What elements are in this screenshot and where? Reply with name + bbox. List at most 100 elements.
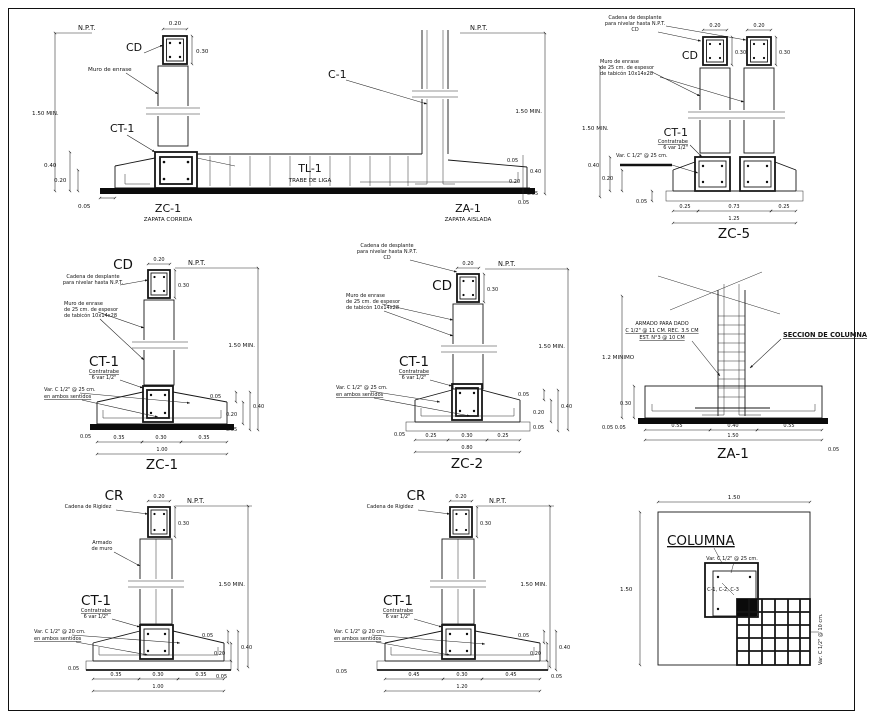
ct1-note: CT-1 Contratrabe 6 var 1/2" — [89, 354, 144, 389]
column-names: C-1, C-2, C-3 — [707, 587, 739, 593]
right-small-dims: 0.05 0.40 0.20 0.05 — [210, 390, 264, 433]
npt-right-label: N.P.T. — [470, 24, 487, 32]
footing-height-dim: 0.40 — [44, 163, 57, 169]
var-line1: Var. C 1/2" @ 25 cm. — [336, 385, 388, 391]
total: 1.25 — [728, 216, 739, 222]
detail-zc5: Cadena de desplante para nivelar hasta N… — [582, 15, 804, 242]
npt-label: N.P.T. — [187, 497, 204, 505]
right-dimensions: N.P.T. 1.50 MIN. 0.05 0.40 0.20 0.05 0.0… — [460, 24, 547, 206]
npt-label: N.P.T. — [498, 260, 515, 268]
dim-005c: 0.05 — [68, 666, 79, 672]
cd-box: 0.20 N.P.T. 0.30 CD — [432, 260, 568, 304]
cd-boxes: 0.20 0.20 0.30 0.30 CD — [682, 23, 790, 67]
cr-box: 0.20 N.P.T. 0.30 — [448, 494, 554, 539]
enrase-wall: Muro de enrase — [88, 65, 200, 147]
w1: 0.35 — [110, 672, 121, 678]
w3: 0.55 — [783, 423, 794, 429]
cd1-width: 0.20 — [709, 23, 720, 29]
ct1-note: CT-1 Contratrabe 6 var 1/2" Var. C 1/2" … — [616, 126, 703, 174]
detail-zc2: Cadena de desplante para nivelar hasta N… — [336, 243, 572, 472]
armado-note: ARMADO PARA DADO C 1/2" @ 11 CM. REC. 3.… — [625, 321, 721, 377]
total: 1.50 — [727, 433, 738, 439]
ct1-sub1: Contratrabe — [383, 608, 413, 614]
right-dimension: 1.50 MIN. — [228, 266, 260, 432]
height-dim: 1.50 MIN. — [218, 582, 245, 588]
var-line1: Var. C 1/2" @ 20 cm. — [34, 629, 86, 635]
ct1-sub2: 6 var 1/2" — [402, 375, 427, 381]
cd-height: 0.30 — [178, 283, 189, 289]
cd-height-dim: 0.30 — [196, 49, 209, 55]
right-small-dims: 0.05 0.40 0.20 0.05 — [518, 388, 572, 433]
dim-005c: 0.05 — [80, 434, 91, 440]
za1-dim-040: 0.40 — [530, 169, 541, 175]
w2: 0.30 — [456, 672, 467, 678]
var-line2: en ambos sentidos — [44, 394, 92, 400]
var-note: Var. C 1/2" @ 25 cm. en ambos sentidos — [336, 385, 471, 417]
zc1-title: ZC-1 — [155, 202, 181, 215]
ct1-sub1: Contratrabe — [658, 139, 688, 145]
grid-var-note: Var. C 1/2" @ 10 cm. — [818, 613, 824, 665]
dim-005a: 0.05 — [202, 633, 213, 639]
armado-line3: EST. N°3 @ 10 CM — [639, 335, 684, 341]
cadena-line1: Cadena de desplante — [608, 15, 661, 21]
cr-label: CR — [407, 488, 426, 504]
w2: 0.73 — [728, 204, 739, 210]
w3: 0.45 — [505, 672, 516, 678]
var-line1: Var. C 1/2" @ 20 cm. — [334, 629, 386, 635]
cr-label: CR — [105, 488, 124, 504]
muro-enrase-label: Muro de enrase — [88, 67, 132, 73]
dim-005a: 0.05 — [518, 392, 529, 398]
concrete-wall: Armado de muro — [92, 538, 184, 625]
dim-020: 0.20 — [533, 410, 544, 416]
dim-040: 0.40 — [588, 163, 599, 169]
npt-label: N.P.T. — [489, 497, 506, 505]
cr-box: 0.20 N.P.T. 0.30 — [146, 494, 252, 539]
dim-005a: 0.05 — [518, 633, 529, 639]
cd-dala-box: 0.20 0.30 CD — [126, 21, 209, 66]
footing-slab: 0.30 — [620, 384, 828, 424]
rigidez-label: Cadena de Rigidez — [367, 504, 414, 510]
cr-height: 0.30 — [178, 521, 189, 527]
dado-column — [702, 284, 761, 416]
total: 0.80 — [461, 445, 472, 451]
tl1-tie-beam: TL-1 TRABE DE LIGA — [197, 153, 422, 186]
right-small-dims: 0.05 0.40 0.20 0.05 — [518, 629, 570, 680]
dim-040: 0.40 — [559, 645, 570, 651]
dim-005b: 0.05 — [216, 674, 227, 680]
cd-box: 0.20 N.P.T. 0.30 — [146, 257, 258, 300]
bottom-dimensions: 0.25 0.73 0.25 1.25 ZC-5 — [671, 204, 798, 242]
za1-footing — [360, 154, 528, 188]
zc1-title: ZC-1 — [146, 457, 178, 473]
cadena-line1: Cadena de desplante — [66, 274, 119, 280]
enrase-wall: Muro de enrase de 25 cm. de espesor de t… — [64, 299, 188, 386]
cadena-line2: para nivelar hasta N.P.T. — [605, 21, 666, 27]
plantilla-offset-dim: 0.05 — [78, 204, 91, 210]
zc5-title: ZC-5 — [718, 226, 750, 242]
enrase-walls: Muro de enrase de 25 cm. de espesor de t… — [600, 59, 785, 154]
dim-005b: 0.05 — [226, 427, 237, 433]
ct1-sub2: 6 var 1/2" — [84, 614, 109, 620]
dim-040: 0.40 — [241, 645, 252, 651]
w1: 0.45 — [408, 672, 419, 678]
height-dim: 1.50 MIN. — [32, 111, 59, 117]
sheet-border — [8, 8, 855, 711]
w1: 0.55 — [671, 423, 682, 429]
cd-label: CD — [126, 41, 142, 54]
right-dimension: 1.50 MIN. — [520, 504, 552, 669]
bottom-dimensions: 0.05 0.35 0.30 0.35 1.00 ZC-1 — [80, 434, 229, 473]
left-dimension: 1.2 MINIMO — [602, 294, 635, 420]
ct1-sub2: 6 var 1/2" — [92, 375, 117, 381]
top-leaders — [657, 271, 781, 315]
ct1-sub1: Contratrabe — [81, 608, 111, 614]
dim-020: 0.20 — [530, 651, 541, 657]
detail-zc1: CD Cadena de desplante para nivelar hast… — [44, 257, 264, 473]
cadena-note: Cadena de desplante para nivelar hasta N… — [357, 243, 458, 273]
detail-columna-plan: 1.50 1.50 COLUMNA Var. C 1/2" @ 25 cm. C… — [620, 495, 824, 667]
slab-height-dim: 0.30 — [620, 401, 631, 407]
right-small-dims: 0.05 0.40 0.20 0.05 — [202, 629, 252, 680]
za1-dim-005c: 0.05 — [518, 200, 529, 206]
w3: 0.25 — [778, 204, 789, 210]
right-dimension: 1.50 MIN. — [538, 267, 570, 432]
cd1-height: 0.30 — [735, 50, 746, 56]
var-line2: en ambos sentidos — [334, 636, 382, 642]
